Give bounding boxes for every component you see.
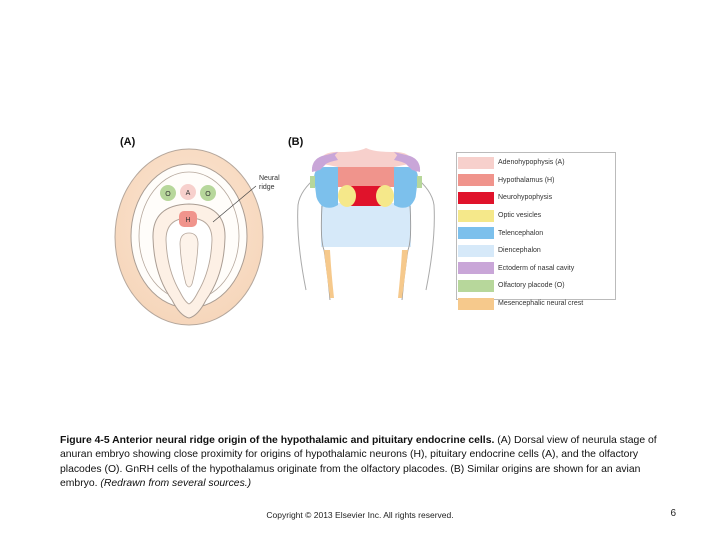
legend-swatch [458,227,494,240]
legend-label: Diencephalon [498,247,541,255]
legend-item: Diencephalon [458,242,614,260]
neural-ridge-label-line1: Neural [259,175,280,182]
caption-note: (Redrawn from several sources.) [100,478,252,490]
legend: Adenohypophysis (A) Hypothalamus (H) Neuro… [458,154,614,312]
adenohypophysis-cap [318,148,414,167]
hypothalamus-spot [179,211,197,227]
panel-b-label: (B) [288,136,304,148]
outer-ectoderm-left [297,175,319,291]
neural-groove [179,232,199,288]
legend-swatch [458,262,494,275]
legend-label: Olfactory placode (O) [498,282,565,290]
optic-vesicle-right [376,185,394,207]
legend-item: Hypothalamus (H) [458,172,614,190]
page-number: 6 [670,508,676,519]
caption-title: Figure 4-5 Anterior neural ridge origin … [60,435,495,446]
olfactory-placode-right [200,185,216,201]
legend-frame [456,152,616,300]
legend-item: Optic vesicles [458,207,614,225]
legend-swatch [458,244,494,257]
olfactory-placode-right [417,176,422,188]
legend-swatch [458,297,494,310]
panel-a-label: (A) [120,136,136,148]
embryo-b-diagram [297,148,435,301]
olfactory-placode-left [160,185,176,201]
legend-item: Neurohypophysis [458,189,614,207]
legend-label: Telencephalon [498,229,544,237]
legend-item: Ectoderm of nasal cavity [458,260,614,278]
neural-ridge-leader-line [212,185,257,223]
embryo-a-diagram: O A O H Neural ridge [114,148,280,326]
optic-vesicle-left [338,185,356,207]
spot-h-label: H [185,217,190,224]
diencephalon-region [321,203,411,247]
outer-ectoderm-right [413,175,435,291]
neurohypophysis-block [350,186,382,206]
spot-o-right-label: O [205,191,211,198]
spot-a-label: A [186,190,191,197]
neural-crest-right [398,250,408,298]
legend-item: Adenohypophysis (A) [458,154,614,172]
legend-swatch [458,174,494,187]
figure-area: (A) (B) O A O H Neural ridge [114,136,616,326]
neural-crest-left [324,250,334,298]
legend-item: Olfactory placode (O) [458,277,614,295]
legend-label: Optic vesicles [498,212,542,220]
legend-swatch [458,156,494,169]
legend-label: Neurohypophysis [498,194,553,202]
legend-swatch [458,209,494,222]
spot-o-left-label: O [165,191,171,198]
hypothalamus-band [338,165,394,187]
legend-label: Hypothalamus (H) [498,176,555,184]
neural-ridge-label-line2: ridge [259,184,275,191]
caption-body: (A) Dorsal view of neurula stage of anur… [60,435,657,490]
legend-swatch [458,191,494,204]
copyright-notice: Copyright © 2013 Elsevier Inc. All right… [266,510,454,520]
telencephalon-left [314,167,338,208]
olfactory-placode-left [310,176,315,188]
legend-label: Adenohypophysis (A) [498,159,565,167]
adenohypophysis-spot [180,184,196,200]
telencephalon-right [394,167,418,208]
legend-swatch [458,279,494,292]
legend-item: Telencephalon [458,224,614,242]
legend-label: Ectoderm of nasal cavity [498,264,575,272]
legend-item: Mesencephalic neural crest [458,295,614,313]
legend-label: Mesencephalic neural crest [498,300,584,308]
figure-caption: Figure 4-5 Anterior neural ridge origin … [60,434,660,492]
